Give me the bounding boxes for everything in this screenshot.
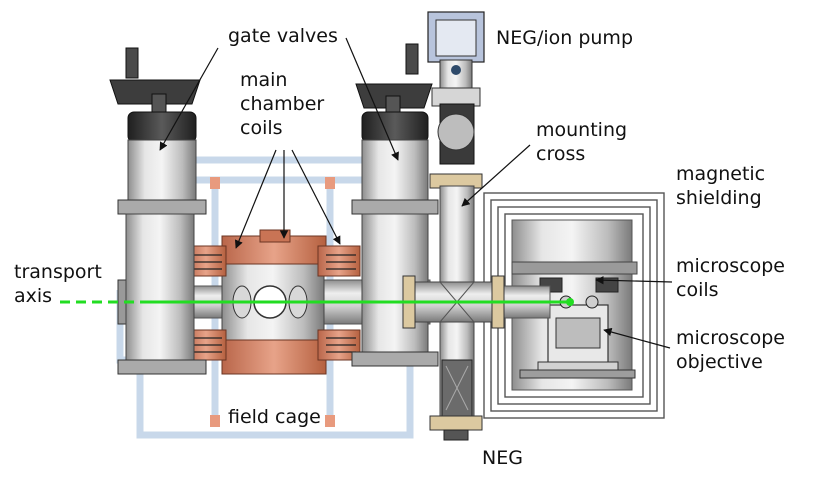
label-mounting-cross-line1: mounting — [536, 119, 628, 141]
field-cage-joints — [210, 177, 335, 427]
main-chamber-coils — [185, 229, 361, 375]
label-transport-axis: transport axis — [14, 260, 102, 308]
gate-valve-right — [351, 43, 439, 367]
microscope-objective — [519, 304, 636, 379]
label-main-chamber-coils-line2: chamber — [240, 93, 325, 115]
label-gate-valves: gate valves — [228, 25, 338, 47]
label-transport-axis-line1: transport — [14, 261, 102, 283]
label-microscope-coils-line2: coils — [676, 279, 719, 301]
neg-bottom — [429, 359, 483, 441]
label-transport-axis-line2: axis — [14, 285, 53, 307]
label-microscope-coils-line1: microscope — [676, 255, 785, 277]
annotation-arrows — [159, 37, 673, 349]
label-field-cage: field cage — [228, 406, 321, 428]
label-magnetic-shielding-line2: shielding — [676, 187, 762, 209]
label-magnetic-shielding-line1: magnetic — [676, 163, 766, 185]
shield-collar — [511, 261, 638, 275]
label-microscope-objective-line2: objective — [676, 351, 763, 373]
label-mounting-cross-line2: cross — [536, 143, 586, 165]
label-microscope-objective-line1: microscope — [676, 327, 785, 349]
label-microscope-objective: microscope objective — [676, 326, 785, 374]
coil-windings — [192, 254, 356, 353]
label-neg: NEG — [482, 447, 523, 469]
gate-valve-left — [109, 47, 207, 375]
label-main-chamber-coils-line3: coils — [240, 117, 283, 139]
neg-ion-pump — [427, 11, 485, 189]
label-main-chamber-coils-line1: main — [240, 69, 288, 91]
label-mounting-cross: mounting cross — [536, 118, 627, 166]
label-microscope-coils: microscope coils — [676, 254, 785, 302]
beam-focus — [566, 298, 574, 306]
magnetic-shielding — [483, 192, 665, 419]
label-neg-ion-pump: NEG/ion pump — [496, 27, 633, 49]
label-main-chamber-coils: main chamber coils — [240, 68, 324, 140]
label-magnetic-shielding: magnetic shielding — [676, 162, 765, 210]
